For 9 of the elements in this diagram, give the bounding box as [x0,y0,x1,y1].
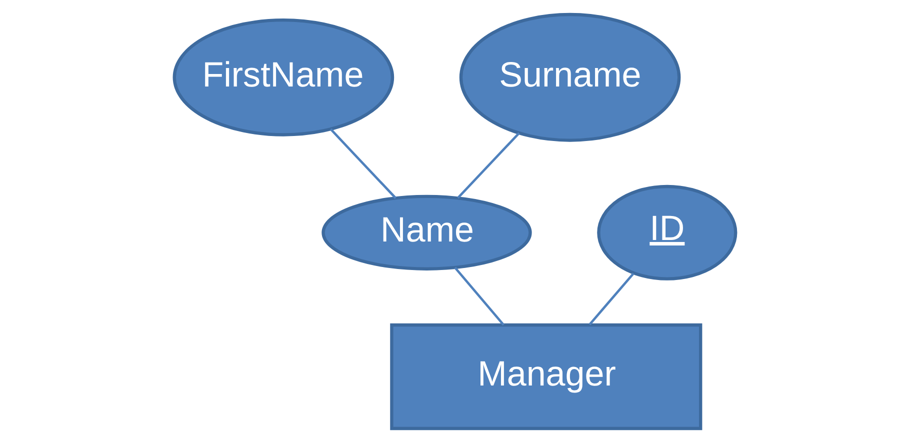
connector [457,132,520,199]
connector [454,266,504,326]
connector [588,272,634,326]
node-ellipse: FirstName [172,18,394,136]
node-ellipse: ID [597,184,738,280]
connector [330,128,397,199]
node-box: Manager [390,323,702,430]
node-ellipse: Name [322,194,532,270]
node-ellipse: Surname [459,12,681,142]
